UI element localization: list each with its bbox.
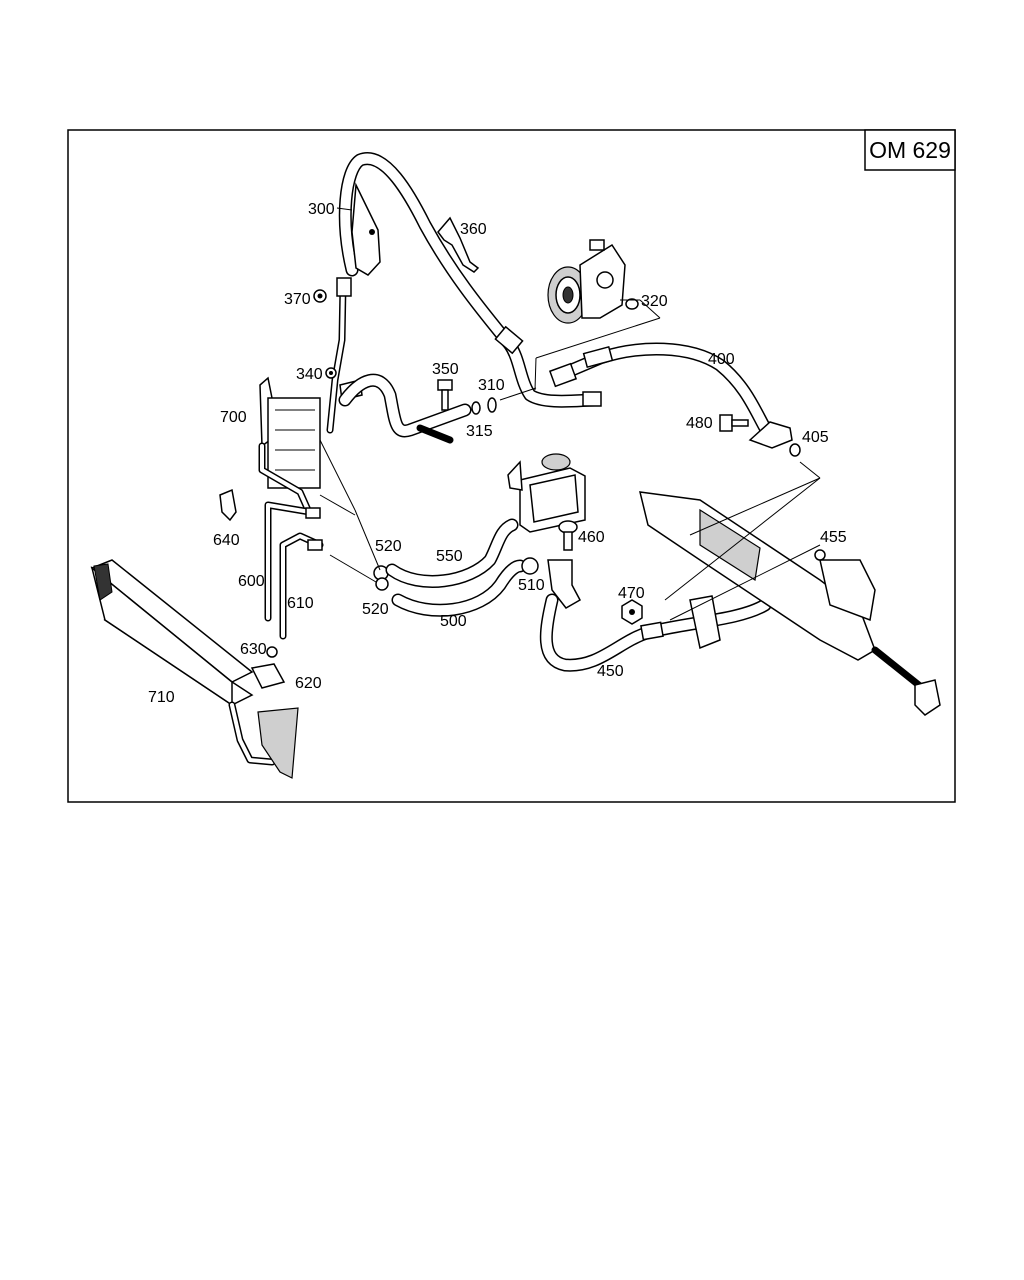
tubes-600-610 <box>264 501 324 640</box>
engine-code-box: OM 629 <box>864 129 956 171</box>
ring-340 <box>325 367 337 379</box>
clamp-520-lower <box>375 577 389 591</box>
label-550: 550 <box>436 548 463 565</box>
label-710: 710 <box>148 689 175 706</box>
screw-460 <box>558 520 578 551</box>
label-700: 700 <box>220 409 247 426</box>
hose-450 <box>539 593 772 672</box>
nut-630 <box>266 646 278 658</box>
label-310: 310 <box>478 377 505 394</box>
label-520-lower: 520 <box>362 601 389 618</box>
label-480: 480 <box>686 415 713 432</box>
bracket-620 <box>250 663 286 689</box>
diagram-frame <box>67 129 956 803</box>
line-400 <box>548 342 793 449</box>
pump-320 <box>547 239 639 324</box>
ring-310 <box>487 397 497 413</box>
bolt-480 <box>719 414 749 432</box>
bolt-350 <box>437 379 453 411</box>
label-405: 405 <box>802 429 829 446</box>
label-370: 370 <box>284 291 311 308</box>
label-300: 300 <box>308 201 335 218</box>
nut-470 <box>621 599 643 625</box>
steering-rack <box>639 491 941 716</box>
nut-370 <box>313 289 327 303</box>
label-315: 315 <box>466 423 493 440</box>
label-520-upper: 520 <box>375 538 402 555</box>
leader-lines <box>319 207 821 621</box>
label-455: 455 <box>820 529 847 546</box>
label-320: 320 <box>641 293 668 310</box>
label-500: 500 <box>440 613 467 630</box>
label-350: 350 <box>432 361 459 378</box>
clamp-360 <box>437 216 480 273</box>
label-470: 470 <box>618 585 645 602</box>
part-labels: 300 360 370 320 400 350 340 310 315 700 … <box>148 201 847 706</box>
label-460: 460 <box>578 529 605 546</box>
label-340: 340 <box>296 366 323 383</box>
label-630: 630 <box>240 641 267 658</box>
clip-640 <box>219 488 237 522</box>
ring-315 <box>471 401 481 415</box>
hose-550 <box>385 518 519 588</box>
cooler-710 <box>90 559 299 779</box>
label-510: 510 <box>518 577 545 594</box>
label-640: 640 <box>213 532 240 549</box>
cooler-700 <box>258 376 321 514</box>
hose-500 <box>391 559 527 617</box>
fitting-510 <box>521 557 582 609</box>
ring-405 <box>789 443 801 457</box>
line-pump-feed <box>338 373 472 444</box>
label-400: 400 <box>708 351 735 368</box>
label-610: 610 <box>287 595 314 612</box>
label-600: 600 <box>238 573 265 590</box>
engine-code: OM 629 <box>869 137 951 163</box>
label-450: 450 <box>597 663 624 680</box>
reservoir <box>507 453 586 533</box>
label-360: 360 <box>460 221 487 238</box>
label-620: 620 <box>295 675 322 692</box>
